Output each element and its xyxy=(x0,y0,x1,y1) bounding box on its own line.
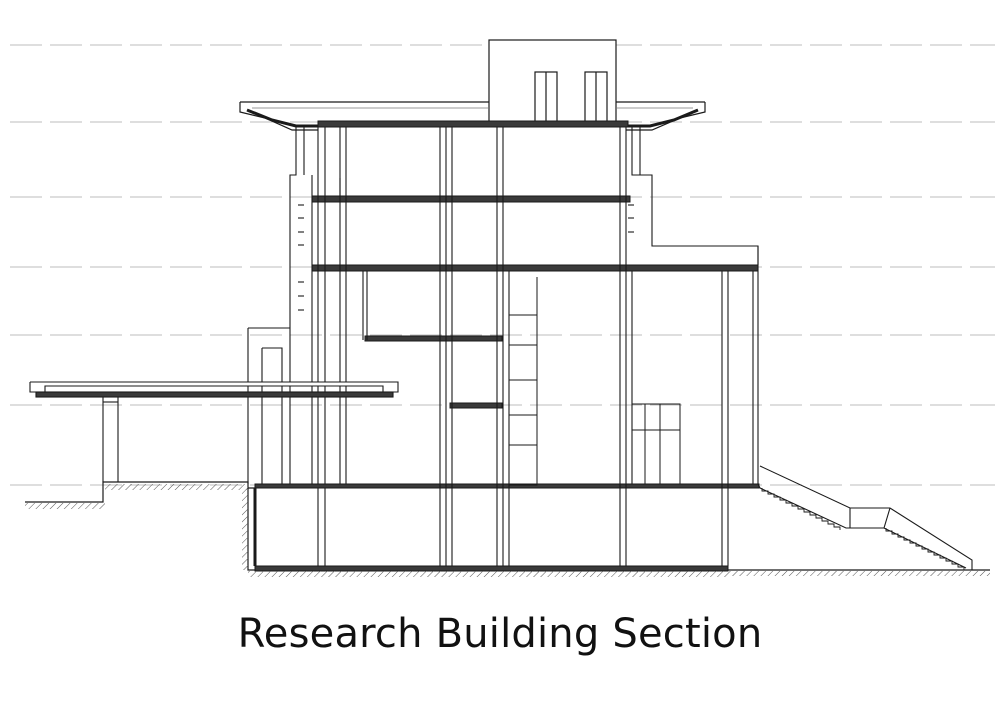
structural-columns xyxy=(317,127,759,566)
third-floor-slab xyxy=(311,195,631,203)
basement-slab xyxy=(254,565,729,572)
left-tower-wall xyxy=(247,127,341,484)
rooftop-plant-room xyxy=(488,39,617,123)
basement xyxy=(253,488,326,566)
roof-canopy xyxy=(239,101,706,131)
ground-floor-slab xyxy=(254,483,760,489)
exterior-stair xyxy=(757,465,973,570)
drawing-title: Research Building Section xyxy=(237,611,763,657)
ground-grade xyxy=(25,481,990,577)
mezzanine-slab xyxy=(364,335,503,342)
landing-slab xyxy=(449,402,503,409)
right-tower-wall xyxy=(628,127,759,265)
interior-partition xyxy=(631,403,681,485)
central-stair xyxy=(508,277,538,486)
second-floor-slab xyxy=(311,264,759,272)
floor-slabs xyxy=(254,120,760,572)
roof-slab xyxy=(317,120,629,128)
entrance-canopy xyxy=(29,381,399,482)
